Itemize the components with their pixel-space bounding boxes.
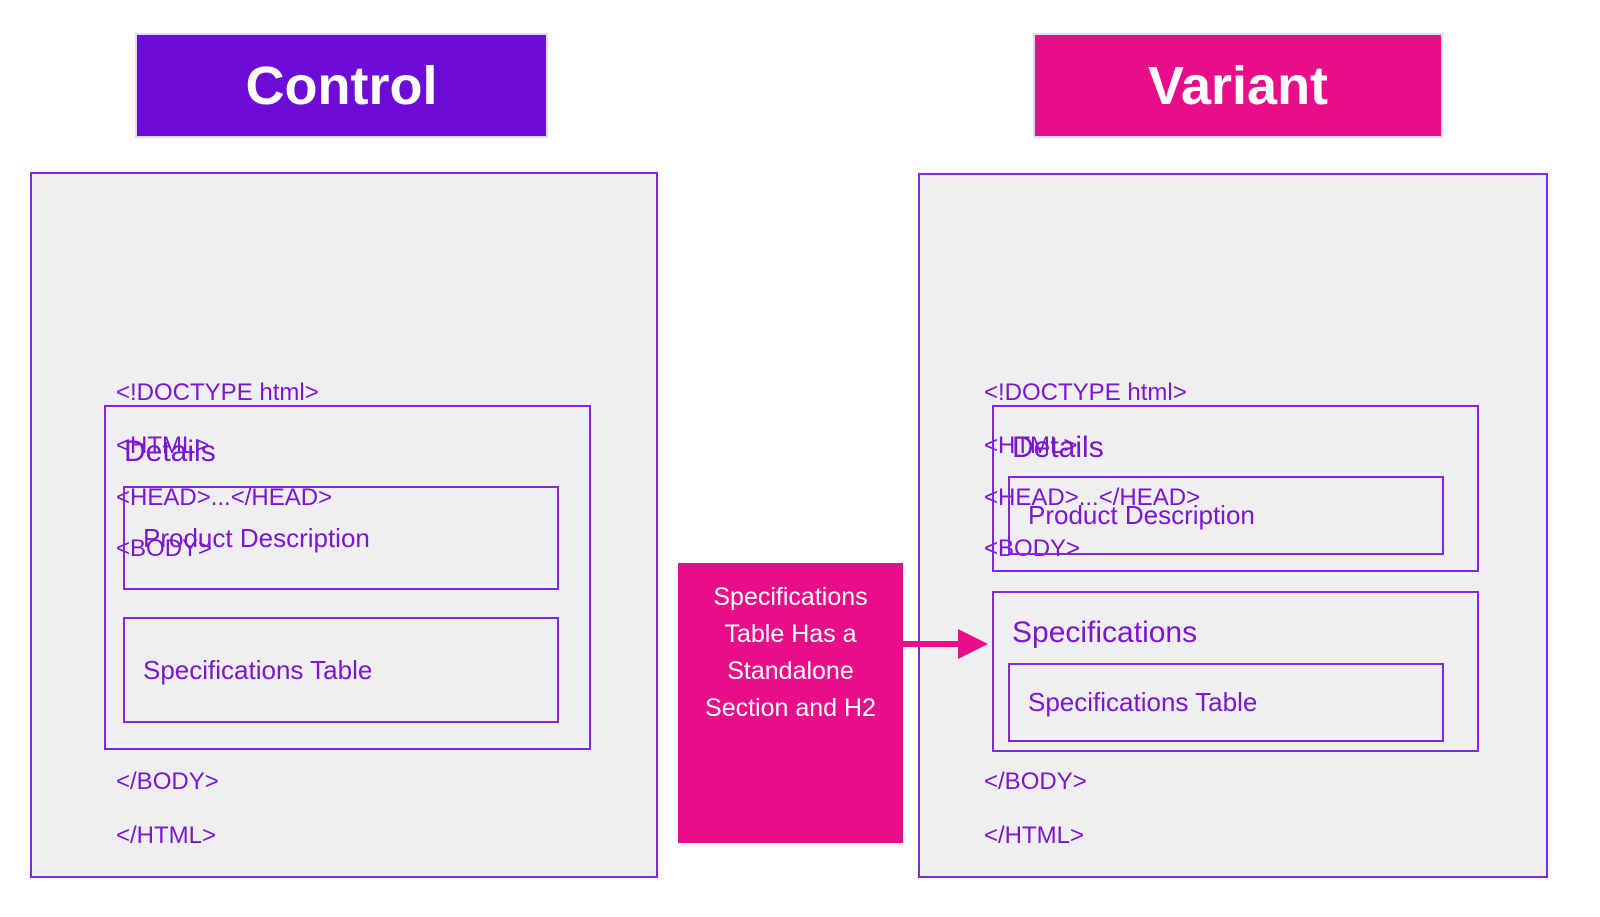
control-product-description-box: Product Description — [123, 486, 559, 590]
variant-header: Variant — [1033, 33, 1443, 138]
arrow-right-icon — [958, 629, 988, 659]
arrow-connector-line — [903, 641, 960, 647]
variant-details-title: Details — [1012, 431, 1104, 464]
variant-specifications-title: Specifications — [1012, 616, 1198, 649]
control-product-description-label: Product Description — [143, 522, 370, 553]
variant-specifications-section: Specifications Specifications Table — [992, 591, 1479, 752]
variant-body-close-tag: </BODY> — [984, 768, 1087, 795]
control-document-panel: <!DOCTYPE html> <HTML> <HEAD>...</HEAD> … — [30, 172, 658, 878]
variant-document-panel: <!DOCTYPE html> <HTML> <HEAD>...</HEAD> … — [918, 173, 1548, 878]
variant-product-description-label: Product Description — [1028, 500, 1255, 530]
control-details-section: Details Product Description Specificatio… — [104, 405, 591, 750]
variant-body-open-tag: <BODY> — [984, 535, 1081, 562]
control-specifications-table-label: Specifications Table — [143, 654, 373, 685]
variant-specifications-table-box: Specifications Table — [1008, 663, 1444, 742]
control-header-label: Control — [245, 55, 438, 116]
variant-html-open-tag: <HTML> — [984, 432, 1078, 459]
annotation-callout: Specifications Table Has a Standalone Se… — [678, 563, 903, 843]
control-specifications-table-box: Specifications Table — [123, 617, 559, 723]
control-header: Control — [135, 33, 548, 138]
control-body-close-tag: </BODY> — [116, 768, 219, 795]
variant-specifications-table-label: Specifications Table — [1028, 687, 1258, 717]
control-html-open-tag: <HTML> — [116, 432, 210, 459]
variant-product-description-box: Product Description — [1008, 476, 1444, 555]
variant-doctype-tag: <!DOCTYPE html> — [984, 379, 1187, 406]
control-head-tag: <HEAD>...</HEAD> — [116, 484, 333, 511]
variant-head-tag: <HEAD>...</HEAD> — [984, 484, 1201, 511]
control-details-title: Details — [124, 435, 216, 468]
control-doctype-tag: <!DOCTYPE html> — [116, 379, 319, 406]
variant-html-close-tag: </HTML> — [984, 822, 1085, 849]
variant-details-section: Details Product Description — [992, 405, 1479, 572]
control-body-open-tag: <BODY> — [116, 535, 213, 562]
control-html-close-tag: </HTML> — [116, 822, 217, 849]
variant-header-label: Variant — [1147, 55, 1329, 116]
